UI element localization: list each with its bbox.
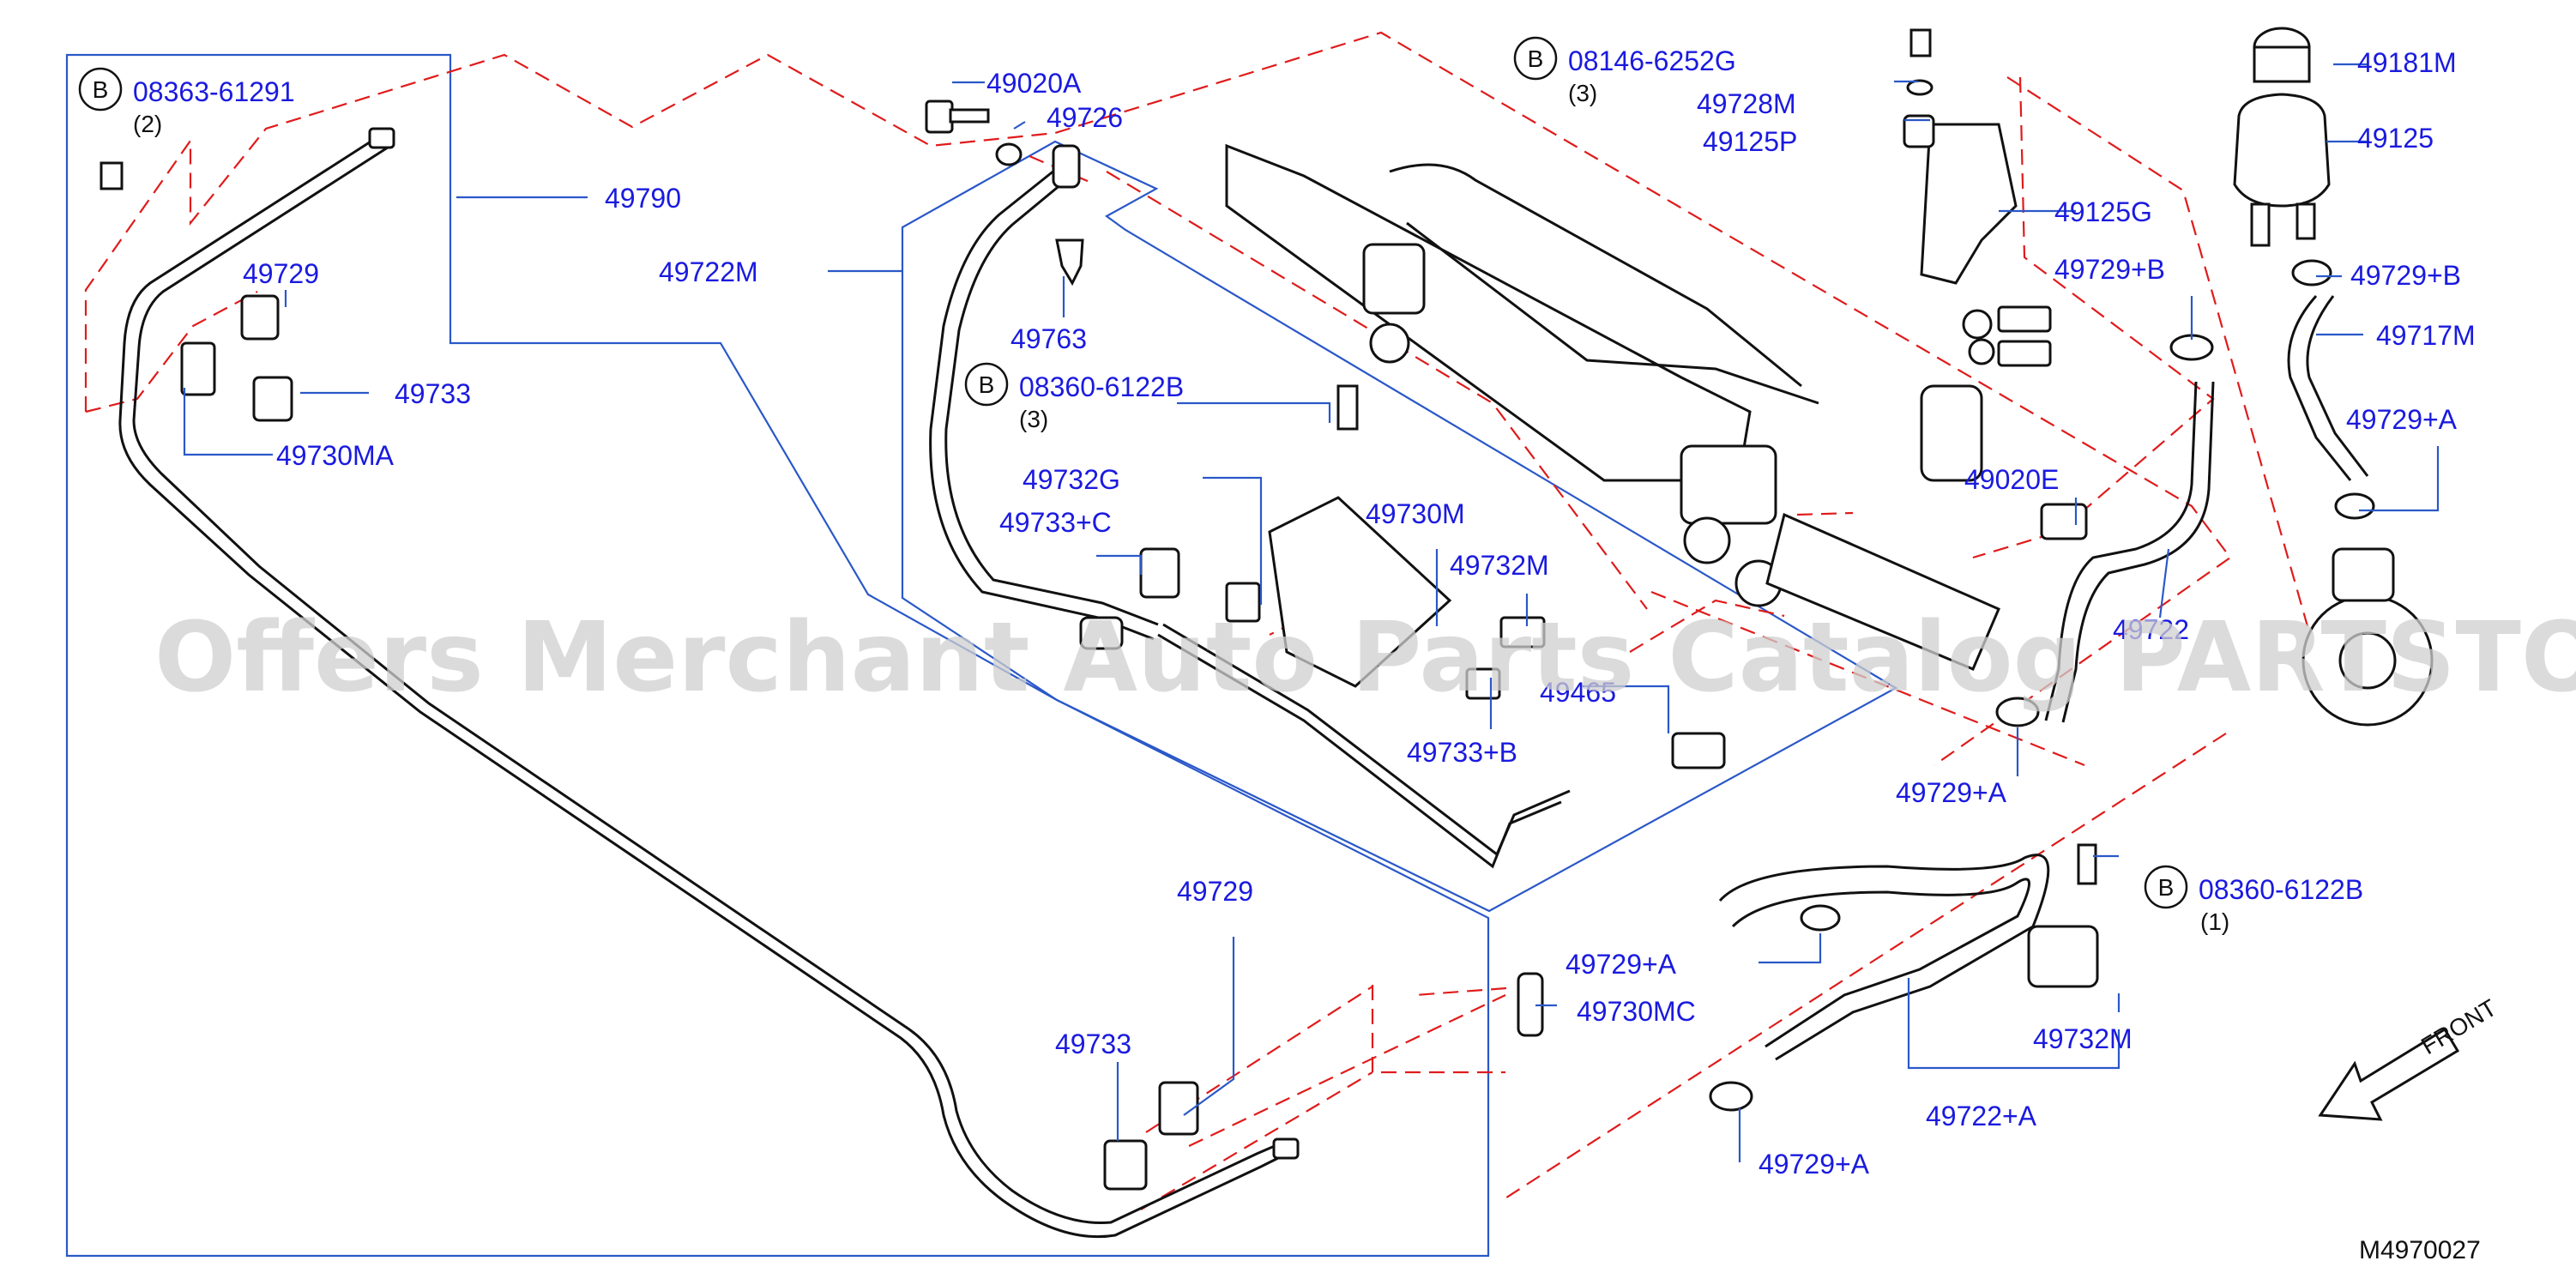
pump (2302, 547, 2434, 727)
small-hardware (100, 28, 2375, 1191)
diagram-code: M4970027 (2359, 1236, 2481, 1264)
bolt-callout-part: 08360-6122B (2199, 874, 2363, 905)
part-label: 49722 (2113, 614, 2189, 645)
part-label: 49726 (1047, 102, 1123, 133)
bolt-callout-qty: (3) (1568, 80, 1597, 106)
stabilizer-bar (118, 127, 1300, 1239)
part-label: 49730MA (276, 440, 395, 471)
part-label: 49722M (659, 256, 758, 287)
assembly-outlines (65, 53, 1898, 1258)
bolt-callout-part: 08363-61291 (133, 76, 295, 107)
part-label: 49732G (1023, 464, 1120, 495)
part-label: 49729+A (1896, 777, 2007, 808)
part-label: 49729+B (2350, 260, 2461, 291)
bolt-callout-mark: B (93, 76, 109, 103)
part-label: 49732M (2033, 1023, 2133, 1054)
leader-lines (183, 63, 2440, 1162)
part-label: 49717M (2376, 320, 2476, 351)
part-label: 49729+A (1566, 949, 1677, 980)
bolt-callout-mark: B (1528, 45, 1544, 72)
part-label: 49722+A (1926, 1101, 2037, 1131)
part-label: 49125G (2054, 196, 2152, 227)
part-label: 49729 (1177, 876, 1253, 907)
part-label: 49730MC (1577, 996, 1696, 1027)
bolt-callout-2: B 08146-6252G (3) (1513, 36, 1736, 106)
part-label: 49729+A (2346, 404, 2458, 435)
part-label: 49733+B (1407, 737, 1517, 768)
part-label: 49729+B (2054, 254, 2165, 285)
part-label: 49729 (243, 258, 319, 289)
part-label: 49020A (986, 68, 1082, 99)
suction-hose (1718, 295, 2369, 1061)
part-label: 49125 (2357, 123, 2434, 154)
part-label: 49125P (1703, 126, 1797, 157)
part-label: 49733+C (999, 507, 1112, 538)
steering-gear (1225, 143, 2000, 671)
part-label: 49465 (1540, 677, 1616, 708)
bolt-callout-qty: (3) (1019, 406, 1048, 432)
bolt-callout-part: 08146-6252G (1568, 45, 1736, 76)
part-label: 49732M (1450, 550, 1549, 581)
part-label: 49790 (605, 183, 681, 214)
part-label: 49730M (1366, 498, 1465, 529)
watermark: Offers Merchant Auto Parts Catalog PARTS… (154, 602, 2576, 714)
part-label: 49763 (1010, 323, 1087, 354)
bolt-callout-mark: B (979, 371, 995, 398)
bolt-callout-1: B 08363-61291 (2) (78, 67, 295, 137)
front-arrow: FRONT (2318, 994, 2501, 1121)
part-label: 49733 (1055, 1029, 1131, 1059)
bolt-callout-qty: (2) (133, 111, 162, 137)
part-label: 49729+A (1759, 1149, 1870, 1179)
reservoir (2233, 27, 2331, 247)
part-label: 49733 (395, 378, 471, 409)
front-label: FRONT (2416, 994, 2501, 1059)
bolt-callout-4: B 08360-6122B (1) (2144, 865, 2363, 935)
bolt-callout-part: 08360-6122B (1019, 371, 1184, 402)
part-label: 49181M (2357, 47, 2457, 78)
bolt-callout-qty: (1) (2200, 908, 2229, 935)
bolt-callout-mark: B (2158, 874, 2175, 901)
high-pressure-hose (929, 144, 1571, 869)
part-label: 49020E (1964, 464, 2059, 495)
bolt-callout-3: B 08360-6122B (3) (964, 362, 1184, 432)
part-label: 49728M (1697, 88, 1796, 119)
part-labels: 49790 49729 49733 49730MA 49722M 49020A … (243, 47, 2476, 1179)
